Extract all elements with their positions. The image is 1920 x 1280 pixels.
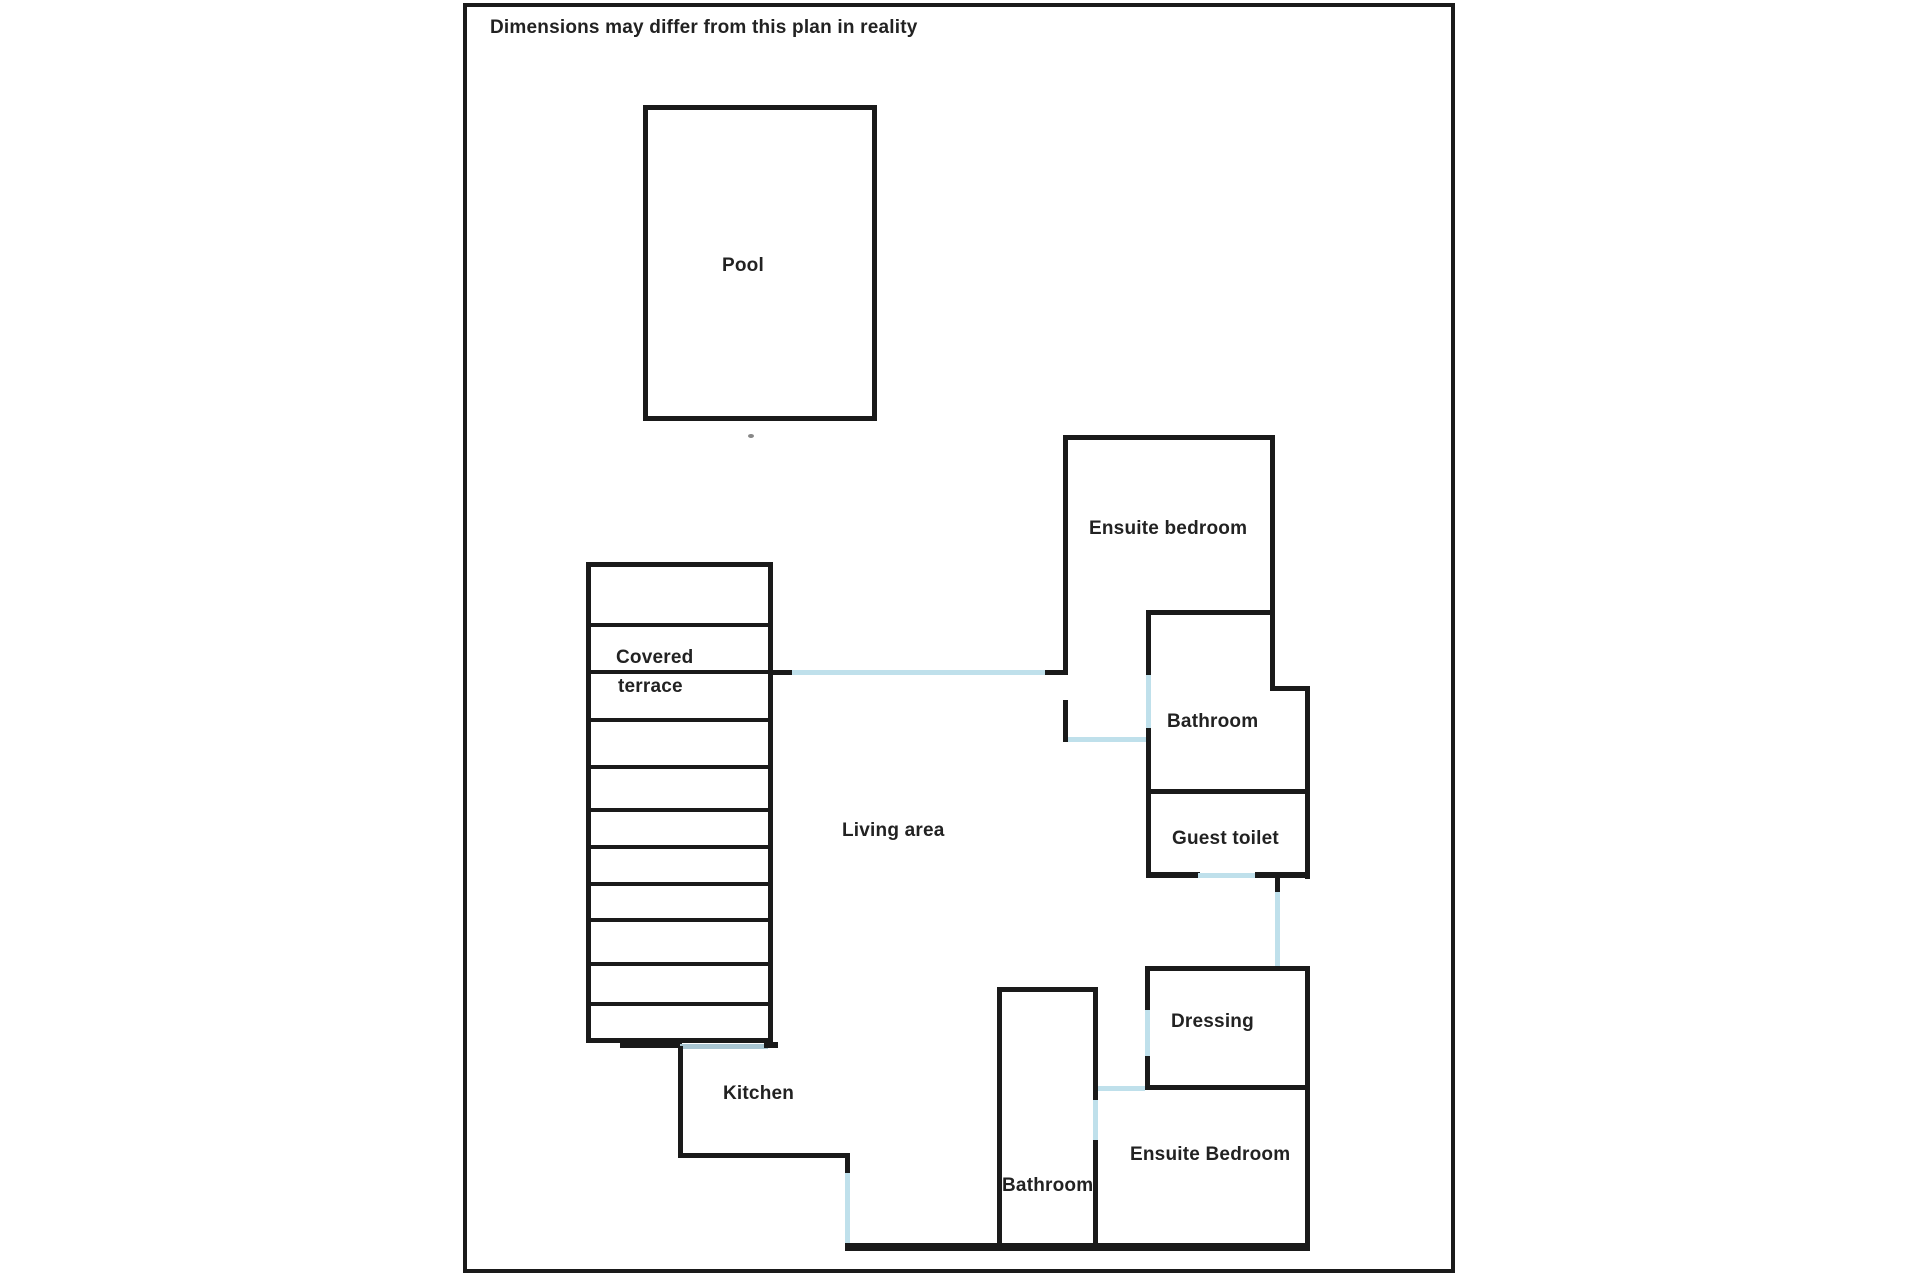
room-label-kitchen: Kitchen: [723, 1083, 795, 1104]
wall-segment: [771, 670, 792, 675]
wall-segment: [1146, 610, 1151, 675]
terrace-slat: [590, 918, 769, 922]
window-segment: [1093, 1100, 1098, 1140]
wall-segment: [845, 1243, 1310, 1251]
wall-segment: [1145, 1085, 1310, 1090]
room-label-bathroom-bottom: Bathroom: [1002, 1175, 1094, 1196]
stray-dot: [748, 434, 754, 438]
wall-segment: [1270, 686, 1310, 691]
terrace-outline: [586, 562, 773, 1043]
wall-segment: [997, 987, 1098, 992]
wall-segment: [997, 987, 1002, 1248]
wall-segment: [845, 1153, 850, 1173]
wall-segment: [1063, 435, 1068, 675]
wall-segment: [1145, 966, 1150, 1010]
wall-segment: [1064, 435, 1275, 440]
room-label-guest-toilet: Guest toilet: [1172, 828, 1279, 849]
terrace-slat: [590, 1002, 769, 1006]
wall-segment: [1063, 700, 1068, 742]
window-segment: [845, 1173, 850, 1243]
window-segment: [1068, 737, 1146, 742]
wall-segment: [678, 1046, 683, 1158]
terrace-slat: [590, 718, 769, 722]
terrace-slat: [590, 623, 769, 627]
window-segment: [792, 670, 1045, 675]
wall-segment: [1305, 966, 1310, 1251]
room-label-living-area: Living area: [842, 820, 945, 841]
room-label-covered: Covered: [616, 647, 694, 668]
window-segment: [1198, 873, 1255, 878]
wall-segment: [1305, 686, 1310, 879]
terrace-slat: [590, 845, 769, 849]
terrace-slat: [590, 882, 769, 886]
terrace-slat: [590, 962, 769, 966]
wall-segment: [1146, 789, 1310, 794]
wall-segment: [1275, 872, 1280, 892]
wall-segment: [1045, 670, 1068, 675]
wall-segment: [678, 1153, 850, 1158]
window-segment: [1146, 675, 1151, 728]
wall-segment: [1270, 435, 1275, 691]
wall-segment: [1255, 872, 1310, 878]
room-label-terrace: terrace: [618, 676, 683, 697]
wall-segment: [1145, 966, 1310, 971]
wall-segment: [1145, 1056, 1150, 1090]
room-label-ensuite-bedroom-top: Ensuite bedroom: [1089, 518, 1248, 539]
wall-segment: [764, 1042, 778, 1048]
window-segment: [1145, 1010, 1150, 1056]
wall-segment: [1146, 872, 1200, 878]
terrace-slat: [590, 670, 769, 674]
terrace-slat: [590, 765, 769, 769]
disclaimer-text: Dimensions may differ from this plan in …: [490, 17, 918, 38]
wall-segment: [1146, 610, 1275, 615]
room-label-ensuite-bedroom-bottom: Ensuite Bedroom: [1130, 1144, 1291, 1165]
room-label-bathroom-top: Bathroom: [1167, 711, 1259, 732]
room-label-pool: Pool: [722, 255, 764, 276]
wall-segment: [620, 1043, 682, 1048]
window-segment: [1098, 1086, 1145, 1091]
window-segment: [680, 1044, 768, 1049]
window-segment: [1275, 892, 1280, 968]
terrace-slat: [590, 808, 769, 812]
plan-border: [463, 3, 1455, 1273]
pool-outline: [643, 105, 877, 421]
wall-segment: [1146, 728, 1151, 878]
wall-segment: [1093, 1140, 1098, 1248]
room-label-dressing: Dressing: [1171, 1011, 1254, 1032]
wall-segment: [1093, 987, 1098, 1100]
